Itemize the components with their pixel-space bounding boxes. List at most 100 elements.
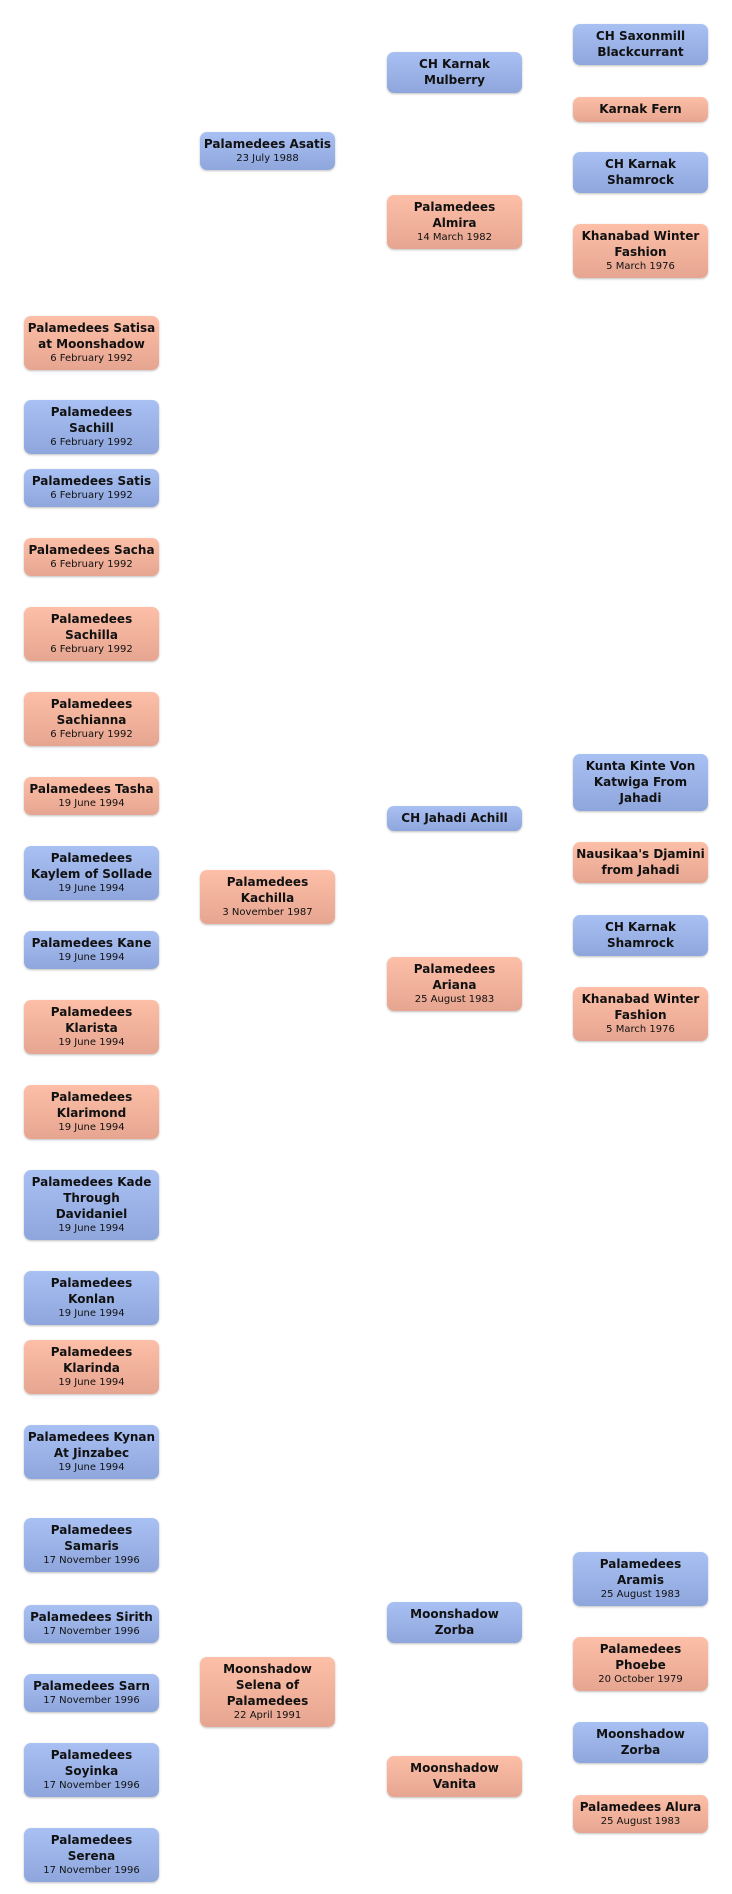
offspring-node-palamedees-sachilla[interactable]: Palamedees Sachilla 6 February 1992	[24, 607, 159, 661]
birth-date: 17 November 1996	[43, 1695, 140, 1706]
dog-name: Palamedees Almira	[413, 200, 496, 230]
dog-name: Palamedees Sachilla	[50, 612, 133, 642]
offspring-node-palamedees-satisa-at-moonshadow[interactable]: Palamedees Satisa at Moonshadow 6 Februar…	[24, 316, 159, 370]
birth-date: 25 August 1983	[414, 994, 495, 1005]
grandparents-node-palamedees-almira[interactable]: Palamedees Almira 14 March 1982	[387, 195, 522, 249]
birth-date: 19 June 1994	[58, 1122, 125, 1133]
birth-date: 22 April 1991	[233, 1710, 302, 1721]
dog-name: Palamedees Asatis	[203, 137, 332, 151]
birth-date: 19 June 1994	[58, 883, 125, 894]
dog-name: Palamedees Kynan At Jinzabec	[27, 1430, 156, 1460]
birth-date: 6 February 1992	[50, 353, 133, 364]
grandparents-node-ch-karnak-mulberry[interactable]: CH Karnak Mulberry	[387, 52, 522, 93]
offspring-node-palamedees-samaris[interactable]: Palamedees Samaris 17 November 1996	[24, 1518, 159, 1572]
dog-name: Palamedees Kaylem of Sollade	[30, 851, 153, 881]
offspring-node-palamedees-klarimond[interactable]: Palamedees Klarimond 19 June 1994	[24, 1085, 159, 1139]
birth-date: 17 November 1996	[43, 1865, 140, 1876]
dog-name: CH Jahadi Achill	[401, 811, 508, 825]
birth-date: 5 March 1976	[606, 261, 675, 272]
dog-name: CH Karnak Shamrock	[605, 920, 676, 950]
dog-name: Palamedees Konlan	[50, 1276, 133, 1306]
dog-name: Moonshadow Zorba	[596, 1727, 685, 1757]
birth-date: 6 February 1992	[50, 437, 133, 448]
grandparents-node-ch-jahadi-achill[interactable]: CH Jahadi Achill	[387, 806, 522, 831]
offspring-node-palamedees-kane[interactable]: Palamedees Kane 19 June 1994	[24, 931, 159, 969]
dog-name: Karnak Fern	[599, 102, 682, 116]
birth-date: 25 August 1983	[600, 1589, 681, 1600]
birth-date: 17 November 1996	[43, 1626, 140, 1637]
great-grandparents-node-ch-karnak-shamrock[interactable]: CH Karnak Shamrock	[573, 152, 708, 193]
birth-date: 5 March 1976	[606, 1024, 675, 1035]
dog-name: Moonshadow Vanita	[410, 1761, 499, 1791]
dog-name: CH Saxonmill Blackcurrant	[595, 29, 686, 59]
birth-date: 14 March 1982	[416, 232, 492, 243]
birth-date: 17 November 1996	[43, 1555, 140, 1566]
grandparents-node-moonshadow-zorba[interactable]: Moonshadow Zorba	[387, 1602, 522, 1643]
dog-name: Palamedees Sarn	[33, 1679, 150, 1693]
birth-date: 6 February 1992	[50, 729, 133, 740]
birth-date: 6 February 1992	[50, 490, 133, 501]
dog-name: Khanabad Winter Fashion	[581, 229, 700, 259]
offspring-node-palamedees-kaylem-of-sollade[interactable]: Palamedees Kaylem of Sollade 19 June 1994	[24, 846, 159, 900]
dog-name: Palamedees Serena	[50, 1833, 133, 1863]
offspring-node-palamedees-satis[interactable]: Palamedees Satis 6 February 1992	[24, 469, 159, 507]
birth-date: 25 August 1983	[600, 1816, 681, 1827]
birth-date: 19 June 1994	[58, 952, 125, 963]
offspring-node-palamedees-serena[interactable]: Palamedees Serena 17 November 1996	[24, 1828, 159, 1882]
grandparents-node-palamedees-ariana[interactable]: Palamedees Ariana 25 August 1983	[387, 957, 522, 1011]
parents-node-moonshadow-selena-of-palamedees[interactable]: Moonshadow Selena of Palamedees 22 April …	[200, 1657, 335, 1727]
dog-name: Palamedees Samaris	[50, 1523, 133, 1553]
dog-name: Moonshadow Selena of Palamedees	[223, 1662, 312, 1708]
great-grandparents-node-ch-saxonmill-blackcurrant[interactable]: CH Saxonmill Blackcurrant	[573, 24, 708, 65]
great-grandparents-node-ch-karnak-shamrock[interactable]: CH Karnak Shamrock	[573, 915, 708, 956]
great-grandparents-node-palamedees-phoebe[interactable]: Palamedees Phoebe 20 October 1979	[573, 1637, 708, 1691]
dog-name: Palamedees Aramis	[599, 1557, 682, 1587]
great-grandparents-node-khanabad-winter-fashion[interactable]: Khanabad Winter Fashion 5 March 1976	[573, 224, 708, 278]
great-grandparents-node-palamedees-alura[interactable]: Palamedees Alura 25 August 1983	[573, 1795, 708, 1833]
birth-date: 3 November 1987	[222, 907, 313, 918]
birth-date: 19 June 1994	[58, 1462, 125, 1473]
dog-name: Nausikaa's Djamini from Jahadi	[576, 847, 705, 877]
dog-name: Palamedees Kachilla	[226, 875, 309, 905]
dog-name: Palamedees Tasha	[29, 782, 154, 796]
dog-name: Palamedees Klarimond	[50, 1090, 133, 1120]
offspring-node-palamedees-sarn[interactable]: Palamedees Sarn 17 November 1996	[24, 1674, 159, 1712]
dog-name: Palamedees Phoebe	[599, 1642, 682, 1672]
dog-name: Kunta Kinte Von Katwiga From Jahadi	[585, 759, 696, 805]
birth-date: 20 October 1979	[598, 1674, 683, 1685]
great-grandparents-node-nausikaa-s-djamini-from-jahadi[interactable]: Nausikaa's Djamini from Jahadi	[573, 842, 708, 883]
dog-name: Palamedees Alura	[579, 1800, 702, 1814]
birth-date: 19 June 1994	[58, 1223, 125, 1234]
dog-name: Palamedees Soyinka	[50, 1748, 133, 1778]
great-grandparents-node-karnak-fern[interactable]: Karnak Fern	[573, 97, 708, 122]
grandparents-node-moonshadow-vanita[interactable]: Moonshadow Vanita	[387, 1756, 522, 1797]
dog-name: Palamedees Kade Through Davidaniel	[31, 1175, 152, 1221]
birth-date: 19 June 1994	[58, 1037, 125, 1048]
dog-name: Palamedees Satisa at Moonshadow	[27, 321, 156, 351]
dog-name: Palamedees Ariana	[413, 962, 496, 992]
birth-date: 6 February 1992	[50, 644, 133, 655]
offspring-node-palamedees-sachianna[interactable]: Palamedees Sachianna 6 February 1992	[24, 692, 159, 746]
offspring-node-palamedees-kynan-at-jinzabec[interactable]: Palamedees Kynan At Jinzabec 19 June 1994	[24, 1425, 159, 1479]
dog-name: Palamedees Klarinda	[50, 1345, 133, 1375]
great-grandparents-node-palamedees-aramis[interactable]: Palamedees Aramis 25 August 1983	[573, 1552, 708, 1606]
great-grandparents-node-kunta-kinte-von-katwiga-from-jahadi[interactable]: Kunta Kinte Von Katwiga From Jahadi	[573, 754, 708, 811]
parents-node-palamedees-kachilla[interactable]: Palamedees Kachilla 3 November 1987	[200, 870, 335, 924]
birth-date: 19 June 1994	[58, 798, 125, 809]
dog-name: CH Karnak Shamrock	[605, 157, 676, 187]
offspring-node-palamedees-kade-through-davidaniel[interactable]: Palamedees Kade Through Davidaniel 19 Jun…	[24, 1170, 159, 1240]
offspring-node-palamedees-tasha[interactable]: Palamedees Tasha 19 June 1994	[24, 777, 159, 815]
dog-name: Palamedees Kane	[31, 936, 152, 950]
great-grandparents-node-moonshadow-zorba[interactable]: Moonshadow Zorba	[573, 1722, 708, 1763]
dog-name: Palamedees Satis	[31, 474, 152, 488]
dog-name: Palamedees Sachianna	[50, 697, 133, 727]
